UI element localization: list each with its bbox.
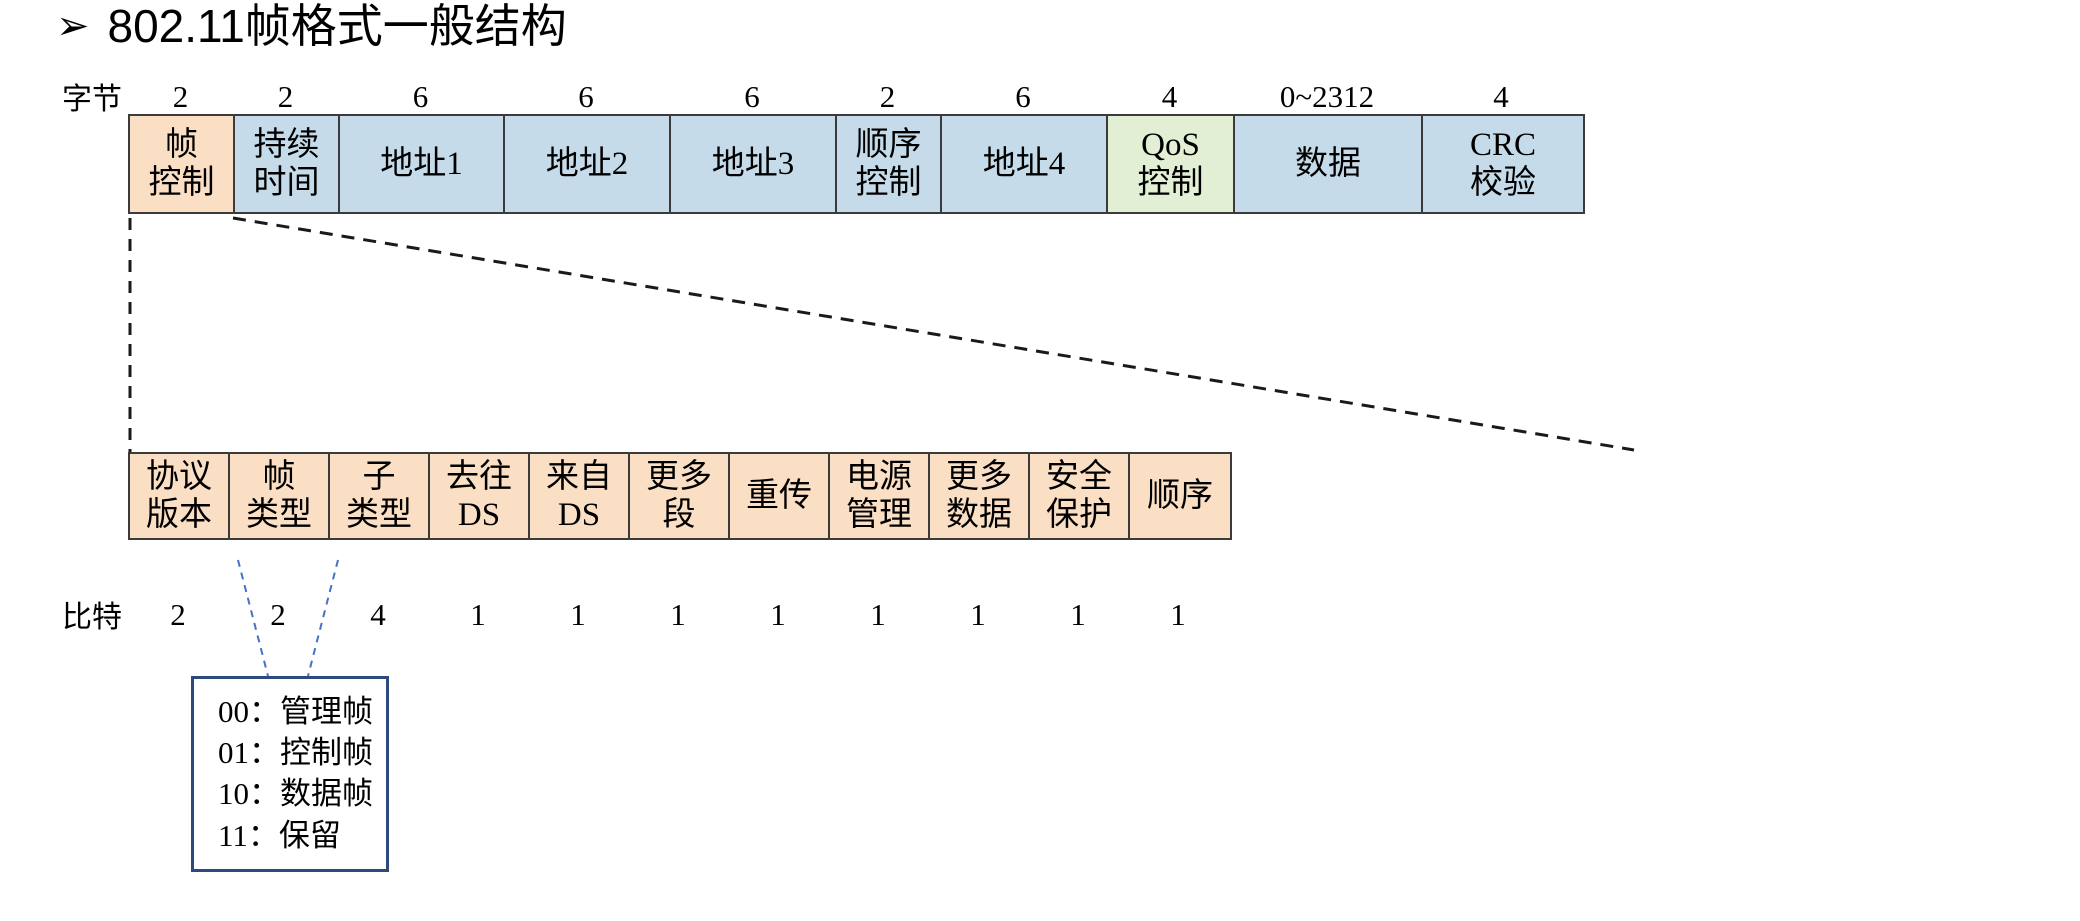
frame-field-cell-label: CRC 校验 <box>1469 126 1537 201</box>
frame-control-field-cell-label: 去往 DS <box>446 458 512 533</box>
page-title: ➢ 802.11帧格式一般结构 <box>56 0 567 52</box>
frame-control-field-cell-label: 安全 保护 <box>1046 458 1112 533</box>
frame-control-field-cell-label: 来自 DS <box>546 458 612 533</box>
frame-field-cell: 地址4 <box>942 116 1108 212</box>
frame-control-field-cell: 去往 DS <box>430 454 530 538</box>
frame-field-cell-label: 地址4 <box>982 145 1066 182</box>
frame-control-field-cell: 来自 DS <box>530 454 630 538</box>
frame-control-field-size-label: 2 <box>170 597 186 632</box>
frame-control-field-cell: 子 类型 <box>330 454 430 538</box>
frame-field-size-label: 2 <box>172 79 189 114</box>
frame-field-size-label: 2 <box>277 79 294 114</box>
frame-control-field-size-label: 1 <box>970 597 986 632</box>
frame-field-size-label: 6 <box>578 79 594 114</box>
frame-field-size-label: 6 <box>412 79 429 114</box>
frame-control-field-size-label: 1 <box>870 597 886 632</box>
frame-control-field-size-label: 1 <box>1170 597 1186 632</box>
frame-control-field-cell: 更多 数据 <box>930 454 1030 538</box>
callout-line: 00：管理帧 <box>218 694 373 729</box>
frame-type-callout: 00：管理帧 01：控制帧 10：数据帧 11：保留 <box>191 676 389 872</box>
frame-field-cell-label: 地址3 <box>711 145 795 182</box>
frame-control-field-size-label: 1 <box>670 597 686 632</box>
frame-field-cell-label: 数据 <box>1295 145 1361 182</box>
frame-control-field-cell: 顺序 <box>1130 454 1230 538</box>
frame-control-field-cell-label: 电源 管理 <box>846 458 912 533</box>
frame-field-cell: QoS 控制 <box>1108 116 1235 212</box>
frame-field-cell-label: 持续 时间 <box>253 126 320 201</box>
frame-size-strip: 2 2 6 6 6 2 6 4 0~2312 4 <box>128 70 1581 112</box>
byte-unit-label: 字节 <box>62 83 122 116</box>
frame-control-field-cell-label: 帧 类型 <box>246 458 312 533</box>
frame-control-field-cell: 重传 <box>730 454 830 538</box>
frame-control-field-cell: 安全 保护 <box>1030 454 1130 538</box>
callout-line: 11：保留 <box>218 817 341 853</box>
frame-control-size-strip: 2 2 4 1 1 1 1 1 1 1 1 <box>128 588 1228 630</box>
frame-control-field-size-label: 2 <box>270 597 286 632</box>
frame-field-cell-label: 帧 控制 <box>148 126 215 201</box>
frame-control-field-cell-label: 协议 版本 <box>146 458 212 533</box>
page-title-text: 802.11帧格式一般结构 <box>107 0 567 52</box>
frame-control-field-size-label: 4 <box>370 597 386 632</box>
bullet-arrow-icon: ➢ <box>56 3 90 50</box>
frame-field-cell: CRC 校验 <box>1423 116 1583 212</box>
frame-control-field-cell: 协议 版本 <box>130 454 230 538</box>
frame-field-cell-label: 顺序 控制 <box>855 126 922 201</box>
frame-control-field-cell: 更多 段 <box>630 454 730 538</box>
frame-control-field-size-label: 1 <box>470 597 486 632</box>
frame-control-field-cell-label: 更多 段 <box>646 458 712 533</box>
frame-field-size-label: 4 <box>1161 79 1178 114</box>
frame-control-field-size-label: 1 <box>1070 597 1086 632</box>
frame-control-field-size-label: 1 <box>570 597 586 632</box>
frame-field-cell: 持续 时间 <box>235 116 340 212</box>
frame-field-size-label: 2 <box>879 79 896 114</box>
frame-control-field-cell-label: 子 类型 <box>346 458 412 533</box>
frame-control-field-cell-label: 顺序 <box>1147 477 1213 514</box>
frame-field-cell: 地址3 <box>671 116 837 212</box>
frame-control-field-cell: 帧 类型 <box>230 454 330 538</box>
frame-field-size-label: 4 <box>1493 79 1509 114</box>
frame-field-cell: 帧 控制 <box>130 116 235 212</box>
frame-control-field-cell-label: 更多 数据 <box>946 458 1012 533</box>
frame-control-field-cell: 电源 管理 <box>830 454 930 538</box>
callout-line: 01：控制帧 <box>218 735 373 771</box>
frame-field-cell: 地址1 <box>340 116 505 212</box>
frame-field-cell: 顺序 控制 <box>837 116 942 212</box>
frame-control-field-size-label: 1 <box>770 597 786 632</box>
frame-control-field-cell-label: 重传 <box>746 477 812 514</box>
callout-line: 10：数据帧 <box>218 776 373 812</box>
frame-field-size-label: 6 <box>744 79 760 114</box>
frame-field-size-label: 0~2312 <box>1279 79 1375 114</box>
frame-field-cell-label: 地址1 <box>380 145 463 182</box>
frame-control-row: 协议 版本帧 类型子 类型去往 DS 来自 DS 更多 段重传电源 管理更多 数据安… <box>128 452 1232 540</box>
leader-line-diagonal <box>232 216 1635 452</box>
frame-field-cell-label: 地址2 <box>545 145 629 182</box>
frame-field-size-label: 6 <box>1015 79 1031 114</box>
frame-format-row: 帧 控制持续 时间 地址1 地址2 地址3 顺序 控制 地址4 QoS 控制 数据 CRC 校验 <box>128 114 1585 214</box>
frame-field-cell: 数据 <box>1235 116 1423 212</box>
frame-field-cell-label: QoS 控制 <box>1137 126 1204 201</box>
frame-field-cell: 地址2 <box>505 116 671 212</box>
bit-unit-label: 比特 <box>62 601 122 634</box>
